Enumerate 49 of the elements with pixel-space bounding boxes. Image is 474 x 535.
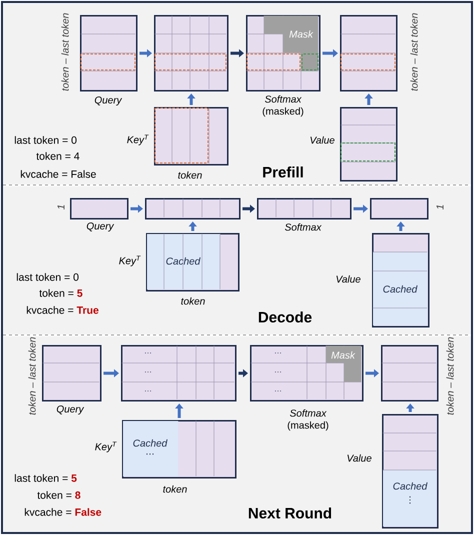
ellipsis-text: … xyxy=(275,352,281,354)
parameter-text: kvcache = False xyxy=(20,170,96,178)
matrix-label: (masked) xyxy=(262,107,304,117)
ellipsis-text: … xyxy=(145,352,151,354)
region-label: … xyxy=(146,453,154,455)
mask-region: Mask xyxy=(326,346,362,382)
matrix xyxy=(154,15,228,92)
panel-title: Decode xyxy=(258,312,312,322)
mask-region: Mask xyxy=(264,16,318,71)
parameter-text: token = 5 xyxy=(39,289,82,297)
parameter-text: token = 8 xyxy=(37,491,80,499)
parameter-text: kvcache = False xyxy=(24,508,102,516)
ellipsis-text: … xyxy=(275,390,281,392)
matrix-label: token xyxy=(163,485,187,493)
axis-label: 1 xyxy=(436,205,444,210)
matrix-label: Value xyxy=(347,454,372,462)
region-label: Cached xyxy=(166,257,200,265)
matrix-label: Key$^{T}$ xyxy=(127,134,149,146)
ellipsis-text: … xyxy=(145,390,151,392)
panel-title: Next Round xyxy=(248,508,332,518)
matrix-label: Softmax xyxy=(264,95,302,103)
region-label: Cached xyxy=(383,285,418,293)
axis-label: 1 xyxy=(58,205,64,210)
matrix-label: (masked) xyxy=(288,421,328,431)
matrix-label: Query xyxy=(56,405,84,415)
region-label: Cached xyxy=(393,482,428,490)
region-label: Cached xyxy=(133,439,168,447)
parameter-text: token = 4 xyxy=(36,152,80,160)
matrix xyxy=(145,198,240,220)
panel-title: Prefill xyxy=(263,166,303,178)
parameter-text: last token = 0 xyxy=(14,136,77,144)
matrix-label: Value xyxy=(310,136,334,144)
matrix-label: Softmax xyxy=(284,223,322,231)
parameter-text: kvcache = True xyxy=(26,306,98,314)
matrix-label: Value xyxy=(336,275,360,283)
axis-label: token – last token xyxy=(410,13,418,91)
axis-label: token – last token xyxy=(28,337,36,415)
matrix xyxy=(121,345,236,402)
matrix-label: Key$^{T}$ xyxy=(119,256,141,266)
parameter-text: last token = 5 xyxy=(14,474,77,482)
parameter-text: last token = 0 xyxy=(16,273,79,281)
axis-label: token – last token xyxy=(61,13,69,91)
matrix-label: token xyxy=(181,297,205,305)
axis-label: token – last token xyxy=(446,337,454,415)
matrix-label: Key$^{T}$ xyxy=(95,442,117,452)
matrix-label: Softmax xyxy=(290,409,327,417)
matrix-label: Query xyxy=(94,96,122,106)
matrix-label: Query xyxy=(86,222,114,232)
matrix-label: token xyxy=(178,171,202,179)
